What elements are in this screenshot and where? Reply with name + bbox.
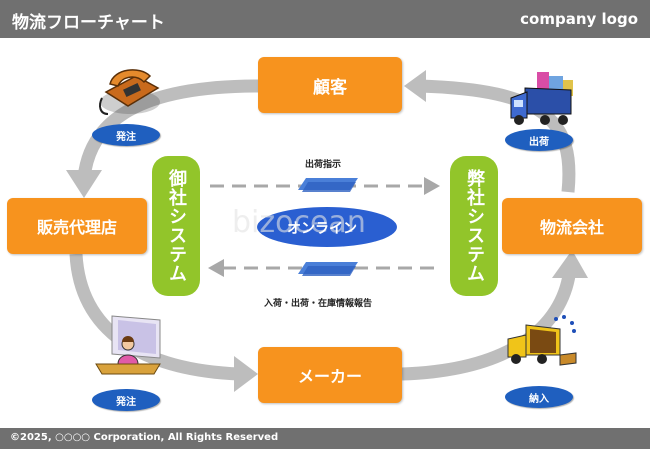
online-ellipse [257, 207, 397, 247]
online-label: オンライン [287, 221, 357, 237]
truck-icon [510, 72, 573, 125]
arrowhead-customer [404, 70, 426, 102]
badge-deliver: 納入 [505, 386, 573, 408]
shipping-instruction-label: 出荷指示 [305, 160, 342, 170]
arrowhead-maker [234, 356, 258, 392]
watermark: bizocean [232, 205, 366, 240]
dashed-arrowhead-left [208, 259, 224, 277]
office-worker-icon [95, 315, 161, 375]
dashed-arrowhead-right [424, 177, 440, 195]
company-logo: company logo [520, 10, 638, 28]
badge-ship: 出荷 [505, 129, 573, 151]
system-company: 弊社システム [450, 156, 498, 296]
arrow-to-distributor [77, 79, 259, 179]
arrowhead-logistics [552, 250, 588, 278]
copyright-text: ©2025, ○○○○ Corporation, All Rights Rese… [10, 432, 279, 443]
header-bar: 物流フローチャート company logo [0, 0, 650, 38]
node-customer: 顧客 [258, 57, 402, 113]
inventory-report-label: 入荷・出荷・在庫情報報告 [264, 299, 373, 309]
node-logistics: 物流会社 [502, 198, 642, 254]
delivery-truck-icon [507, 315, 577, 366]
document-icon-bottom [298, 262, 358, 276]
badge-order-bottom: 発注 [92, 389, 160, 411]
system-client: 御社システム [152, 156, 200, 296]
footer-bar: ©2025, ○○○○ Corporation, All Rights Rese… [0, 428, 650, 449]
badge-order-top: 発注 [92, 124, 160, 146]
node-distributor: 販売代理店 [7, 198, 147, 254]
node-maker: メーカー [258, 347, 402, 403]
document-icon-top [298, 178, 358, 192]
page-title: 物流フローチャート [12, 13, 165, 33]
telephone-icon [99, 69, 160, 115]
arrowhead-distributor [66, 170, 102, 198]
